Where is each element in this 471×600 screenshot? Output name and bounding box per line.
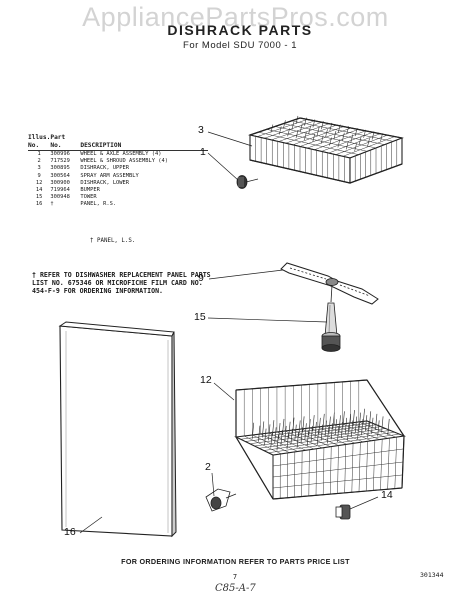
document-code: 301344 (420, 571, 444, 579)
cell-description: WHEEL & AXLE ASSEMBLY (4) (80, 151, 162, 157)
lower-dishrack-drawing (234, 379, 407, 500)
cell-illus-no: 15 (35, 194, 43, 201)
cell-part-no: 717529 (50, 158, 70, 165)
table-row: 3 300895 DISHRACK, UPPER (28, 165, 208, 172)
cell-illus-no: 3 (37, 165, 41, 172)
header-illus-no: Illus.No. (28, 134, 51, 151)
handwritten-mark: C85-A-7 (215, 583, 256, 594)
parts-table-body: 1 300996 WHEEL & AXLE ASSEMBLY (4) 2 717529 W… (28, 151, 208, 209)
cell-part-no: 300996 (50, 151, 70, 157)
cell-description: BUMPER (80, 187, 100, 194)
cell-description: WHEEL & SHROUD ASSEMBLY (4) (80, 158, 168, 165)
table-footnote: † PANEL, L.S. (90, 238, 136, 244)
cell-description: PANEL, R.S. (80, 201, 117, 208)
callout-bumper: 14 (381, 489, 393, 501)
callout-upper-rack: 3 (198, 124, 204, 136)
reference-note: † REFER TO DISHWASHER REPLACEMENT PANEL … (32, 271, 211, 296)
table-row: 16 † PANEL, R.S. (28, 201, 208, 208)
callout-spray-arm: 9 (198, 272, 204, 284)
wheel-shroud-drawing (205, 488, 237, 512)
cell-illus-no: 14 (35, 187, 43, 194)
callout-lower-rack: 12 (200, 374, 212, 386)
callout-wheel-axle: 1 (200, 146, 206, 158)
cell-part-no: 300900 (50, 179, 70, 186)
cell-illus-no: 9 (37, 172, 41, 179)
table-row: 2 717529 WHEEL & SHROUD ASSEMBLY (4) (28, 158, 208, 165)
callout-panel: 16 (64, 526, 76, 538)
header-description: DESCRIPTION (80, 134, 208, 151)
callout-wheel-shroud: 2 (205, 461, 211, 473)
spray-arm-drawing (280, 262, 379, 305)
cell-illus-no: 12 (35, 179, 43, 186)
cell-description: SPRAY ARM ASSEMBLY (80, 172, 139, 179)
tower-drawing (321, 302, 341, 352)
cell-illus-no: 1 (37, 151, 41, 157)
table-row: 9 300564 SPRAY ARM ASSEMBLY (28, 173, 208, 180)
table-row: 15 300948 TOWER (28, 194, 208, 201)
cell-description: DISHRACK, LOWER (80, 179, 130, 186)
upper-dishrack-drawing (247, 115, 404, 184)
page-title: DISHRACK PARTS (167, 22, 313, 38)
watermark: AppliancePartsPros.com (82, 2, 389, 32)
callout-tower: 15 (194, 311, 206, 323)
bumper-drawing (335, 504, 351, 520)
cell-part-no: 719964 (50, 187, 70, 194)
model-subtitle: For Model SDU 7000 - 1 (183, 40, 297, 51)
cell-part-no: † (50, 201, 54, 208)
cell-illus-no: 16 (35, 201, 43, 208)
ordering-footer: FOR ORDERING INFORMATION REFER TO PARTS … (121, 557, 350, 566)
cell-part-no: 300895 (50, 165, 70, 172)
table-row: 12 300900 DISHRACK, LOWER (28, 180, 208, 187)
cell-part-no: 300564 (50, 172, 70, 179)
cell-illus-no: 2 (37, 158, 41, 165)
table-row: 14 719964 BUMPER (28, 187, 208, 194)
wheel-axle-drawing (236, 175, 259, 189)
cell-part-no: 300948 (50, 194, 70, 201)
cell-description: TOWER (80, 194, 97, 201)
table-row: 1 300996 WHEEL & AXLE ASSEMBLY (4) (28, 151, 208, 159)
cell-description: DISHRACK, UPPER (80, 165, 130, 172)
panel-drawing (58, 321, 177, 538)
page-number: 7 (232, 573, 238, 581)
